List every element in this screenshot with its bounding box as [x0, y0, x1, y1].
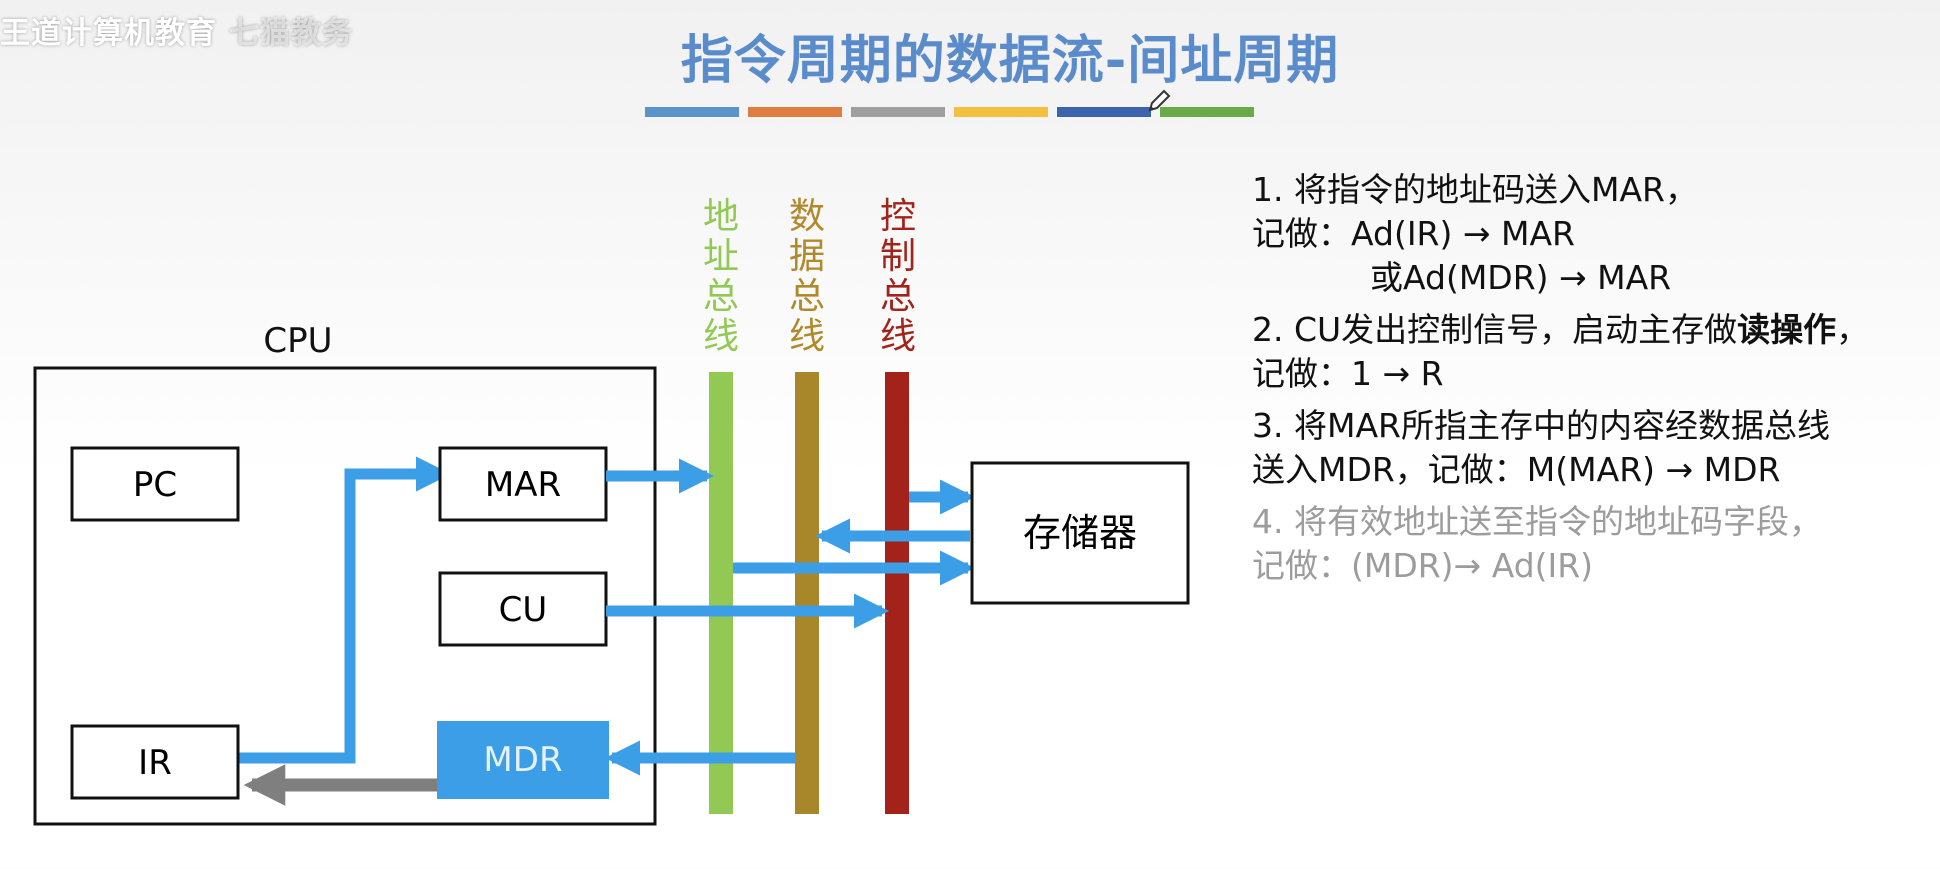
register-pc-label: PC	[133, 465, 177, 505]
note-step-3: 3. 将MAR所指主存中的内容经数据总线 送入MDR，记做：M(MAR) → M…	[1252, 404, 1940, 492]
register-pc: PC	[70, 446, 240, 522]
notes-panel: 1. 将指令的地址码送入MAR， 记做：Ad(IR) → MAR 或Ad(MDR…	[1252, 168, 1940, 596]
note-step-1-line-2: 记做：Ad(IR) → MAR	[1252, 214, 1575, 253]
note-step-2-line-1: 2. CU发出控制信号，启动主存做读操作，	[1252, 308, 1940, 352]
address-bus-label: 地 址 总 线	[703, 196, 739, 357]
register-mdr: MDR	[437, 721, 609, 799]
note-step-2-suffix: ，	[1836, 310, 1870, 349]
watermark-ghost: 七猫教务	[229, 16, 353, 51]
watermark: 王道计算机教育七猫教务	[0, 8, 353, 52]
register-mdr-label: MDR	[483, 740, 562, 780]
address-bus-char-1: 地	[703, 196, 739, 237]
stripe-5	[1057, 107, 1151, 117]
data-bus-char-3: 总	[789, 276, 825, 317]
stripe-1	[645, 107, 739, 117]
address-bus	[709, 372, 733, 814]
data-bus-label: 数 据 总 线	[789, 196, 825, 357]
stripe-4	[954, 107, 1048, 117]
note-step-1-line-1: 1. 将指令的地址码送入MAR，	[1252, 170, 1698, 209]
cpu-label: CPU	[263, 321, 332, 361]
watermark-brand: 王道计算机教育	[0, 16, 217, 51]
register-mar: MAR	[438, 446, 608, 522]
control-bus-label: 控 制 总 线	[880, 196, 916, 357]
address-bus-char-2: 址	[703, 236, 739, 277]
register-ir-label: IR	[138, 743, 172, 783]
control-bus-char-1: 控	[880, 196, 916, 237]
note-step-3-line-1: 3. 将MAR所指主存中的内容经数据总线	[1252, 406, 1830, 445]
note-step-4-line-2: 记做：(MDR)→ Ad(IR)	[1252, 546, 1594, 585]
note-step-2-prefix: 2. CU发出控制信号，启动主存做	[1252, 310, 1738, 349]
control-bus-char-3: 总	[880, 276, 916, 317]
control-bus-char-2: 制	[880, 236, 916, 277]
data-bus	[795, 372, 819, 814]
register-mar-label: MAR	[485, 465, 561, 505]
note-step-3-line-2: 送入MDR，记做：M(MAR) → MDR	[1252, 450, 1781, 489]
memory-box: 存储器	[970, 461, 1190, 605]
note-step-2: 2. CU发出控制信号，启动主存做读操作， 记做：1 → R	[1252, 308, 1940, 396]
note-step-2-bold: 读操作	[1737, 310, 1837, 349]
page-title: 指令周期的数据流-间址周期	[680, 31, 1340, 91]
data-bus-char-4: 线	[789, 316, 825, 357]
ir-to-mar-arrow	[238, 456, 452, 764]
address-bus-char-4: 线	[703, 316, 739, 357]
control-bus-char-4: 线	[880, 316, 916, 357]
register-cu: CU	[438, 571, 608, 647]
data-bus-char-1: 数	[789, 196, 825, 237]
stripe-3	[851, 107, 945, 117]
note-step-4-line-1: 4. 将有效地址送至指令的地址码字段，	[1252, 502, 1822, 541]
cpu-memory-diagram: CPU PC MAR CU IR MDR 地 址 总 线 数 据 总 线 控	[33, 196, 1190, 826]
note-step-2-line-2: 记做：1 → R	[1252, 354, 1444, 393]
register-ir: IR	[70, 724, 240, 800]
note-step-1-line-3: 或Ad(MDR) → MAR	[1370, 258, 1672, 297]
note-step-4: 4. 将有效地址送至指令的地址码字段， 记做：(MDR)→ Ad(IR)	[1252, 500, 1940, 588]
stripe-6	[1160, 107, 1254, 117]
memory-label: 存储器	[1023, 511, 1137, 555]
pencil-icon[interactable]	[1144, 86, 1174, 116]
register-cu-label: CU	[499, 590, 548, 630]
control-bus	[885, 372, 909, 814]
address-bus-char-3: 总	[703, 276, 739, 317]
note-step-1: 1. 将指令的地址码送入MAR， 记做：Ad(IR) → MAR 或Ad(MDR…	[1252, 168, 1940, 300]
stripe-2	[748, 107, 842, 117]
cpu-box	[33, 366, 657, 826]
data-bus-char-2: 据	[789, 236, 825, 277]
